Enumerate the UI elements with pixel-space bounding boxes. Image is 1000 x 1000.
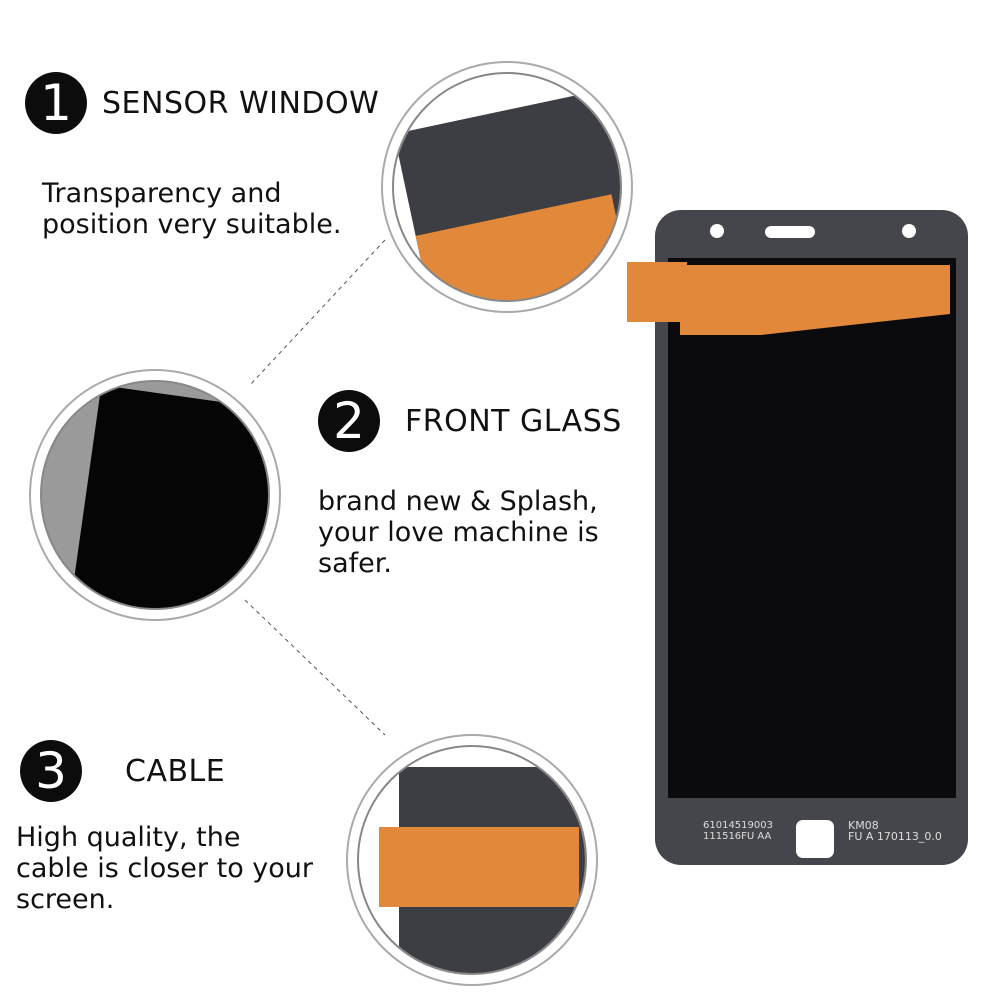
phone-label-left: 61014519003 111516FU AA: [703, 820, 773, 842]
front-glass-description: brand new & Splash, your love machine is…: [318, 486, 599, 579]
phone-screen: [668, 258, 956, 798]
cable-closeup: [357, 745, 587, 975]
fingerprint-sensor: [796, 820, 834, 858]
front-glass-closeup: [40, 380, 270, 610]
cable-description: High quality, the cable is closer to you…: [16, 822, 313, 915]
sensor-window-description: Transparency and position very suitable.: [42, 178, 342, 240]
step-1-badge: 1: [25, 72, 87, 134]
step-3-badge: 3: [20, 740, 82, 802]
flex-cable: [627, 262, 687, 322]
camera-hole: [902, 224, 916, 238]
sensor-window-closeup: [392, 72, 622, 302]
front-glass-title: FRONT GLASS: [405, 404, 622, 439]
phone-label-right: KM08 FU A 170113_0.0: [848, 819, 942, 843]
cable-title: CABLE: [125, 754, 226, 789]
earpiece-slot: [765, 226, 815, 238]
step-2-badge: 2: [318, 390, 380, 452]
sensor-hole: [710, 224, 724, 238]
sensor-window-title: SENSOR WINDOW: [102, 86, 380, 121]
